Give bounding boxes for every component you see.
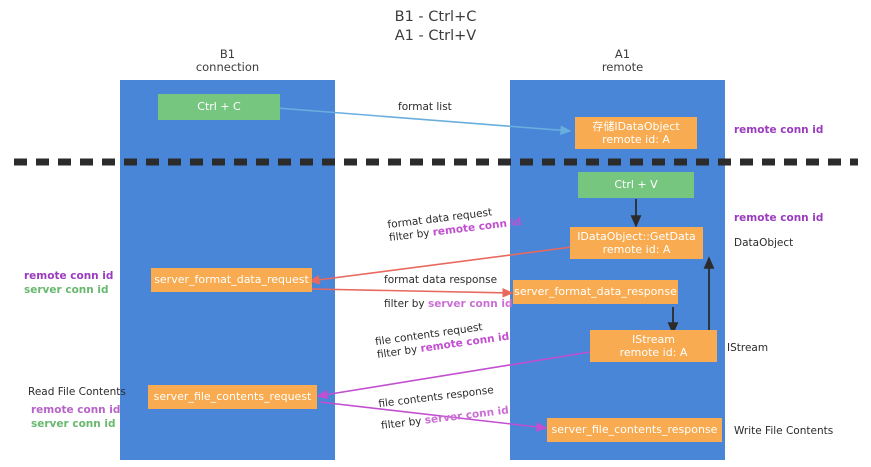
node-ctrl-c[interactable]: Ctrl + C: [158, 94, 280, 120]
side-note-left-server-1: server conn id: [24, 284, 109, 296]
edge-label-format-data-response-key: server conn id: [427, 298, 513, 310]
node-ctrl-v[interactable]: Ctrl + V: [578, 172, 694, 198]
node-server-format-data-request[interactable]: server_format_data_request: [151, 268, 312, 292]
edge-file-contents-request: [316, 351, 591, 400]
side-note-right-remote-top: remote conn id: [734, 124, 824, 136]
edge-format-list: [276, 107, 572, 136]
edge-format-data-request: [308, 246, 573, 285]
node-ctrl-v-label: Ctrl + V: [614, 178, 658, 192]
side-note-left-read-file-contents: Read File Contents: [28, 386, 126, 398]
side-note-left-server-2: server conn id: [31, 418, 116, 430]
edge-label-format-list: format list: [398, 101, 452, 114]
edge-label-format-list-text: format list: [398, 101, 452, 113]
edge-file-contents-response: [319, 401, 548, 432]
node-idataobject-getdata-label: IDataObject::GetData: [577, 229, 696, 243]
node-server-format-data-response-label: server_format_data_response: [514, 285, 677, 299]
node-istream-label: IStream: [631, 332, 676, 346]
node-server-file-contents-request[interactable]: server_file_contents_request: [148, 385, 317, 409]
side-note-left-remote-1: remote conn id: [24, 270, 114, 282]
node-server-file-contents-response-label: server_file_contents_response: [551, 423, 718, 437]
side-note-left-remote-2: remote conn id: [31, 404, 121, 416]
column-header-b1: B1 connection: [195, 47, 260, 74]
side-note-right-istream: IStream: [727, 342, 769, 354]
node-idataobject-store-sublabel: remote id: A: [602, 133, 670, 146]
node-server-file-contents-response[interactable]: server_file_contents_response: [547, 418, 722, 442]
side-note-right-dataobject: DataObject: [734, 237, 794, 249]
side-note-right-write-file-contents: Write File Contents: [734, 425, 834, 437]
node-server-file-contents-request-label: server_file_contents_request: [153, 390, 312, 404]
node-istream-sublabel: remote id: A: [619, 346, 688, 359]
node-ctrl-c-label: Ctrl + C: [197, 100, 241, 114]
edge-label-format-data-response: format data response filter by server co…: [384, 274, 513, 311]
column-header-a1: A1 remote: [601, 47, 644, 74]
node-idataobject-getdata-sublabel: remote id: A: [602, 243, 671, 256]
edge-label-format-data-response-line2: filter by server conn id: [384, 298, 513, 311]
node-idataobject-store[interactable]: 存储IDataObject remote id: A: [575, 117, 697, 149]
node-idataobject-store-label: 存储IDataObject: [592, 119, 680, 133]
node-istream[interactable]: IStream remote id: A: [590, 330, 717, 362]
node-server-format-data-response[interactable]: server_format_data_response: [513, 280, 678, 304]
edge-label-format-data-response-prefix: filter by: [384, 298, 428, 310]
node-idataobject-getdata[interactable]: IDataObject::GetData remote id: A: [570, 227, 703, 259]
diagram-title: B1 - Ctrl+C A1 - Ctrl+V: [394, 9, 477, 44]
side-note-right-remote-mid: remote conn id: [734, 212, 824, 224]
edge-format-data-response: [311, 288, 514, 298]
node-server-format-data-request-label: server_format_data_request: [154, 273, 309, 287]
edge-label-format-data-response-line1: format data response: [384, 274, 498, 286]
